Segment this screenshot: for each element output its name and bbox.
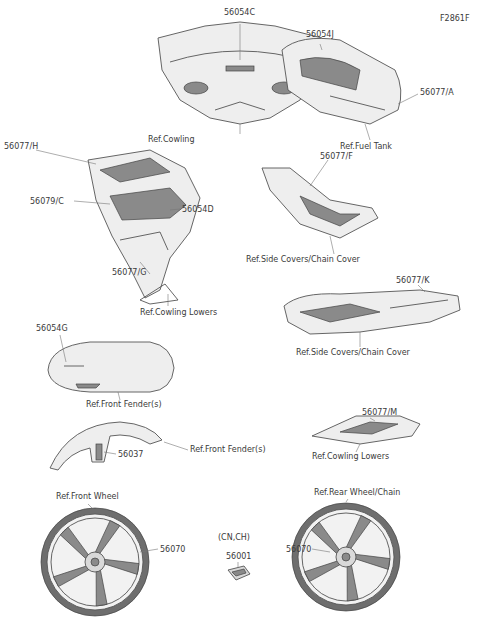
- rear-wheel: [292, 503, 400, 611]
- callout-number: 56077/K: [396, 276, 429, 286]
- cowling-lower: [312, 416, 420, 452]
- front-fender-top: [48, 335, 174, 400]
- side-cover: [284, 285, 460, 347]
- callout-number: 56070: [286, 545, 311, 555]
- callout-number: 56077/A: [420, 88, 454, 98]
- small-decal: [228, 562, 250, 580]
- reference-note: Ref.Fuel Tank: [340, 142, 392, 152]
- side-cowling: [36, 150, 200, 306]
- reference-note: Ref.Side Covers/Chain Cover: [296, 348, 410, 358]
- reference-note: Ref.Front Fender(s): [190, 445, 266, 455]
- callout-number: 56077/F: [320, 152, 353, 162]
- front-wheel: [41, 508, 149, 616]
- callout-number: 56079/C: [30, 197, 64, 207]
- callout-number: 56054G: [36, 324, 68, 334]
- callout-number: 56077/G: [112, 268, 146, 278]
- callout-number: 56037: [118, 450, 143, 460]
- callout-number: 56077/H: [4, 142, 38, 152]
- callout-number: (CN,CH): [218, 533, 250, 543]
- callout-number: 56077/M: [362, 408, 397, 418]
- reference-note: Ref.Cowling Lowers: [140, 308, 217, 318]
- callout-number: 56001: [226, 552, 251, 562]
- callout-number: 56054D: [182, 205, 214, 215]
- reference-note: Ref.Front Fender(s): [86, 400, 162, 410]
- callout-number: 56054C: [224, 8, 255, 18]
- reference-note: Ref.Cowling: [148, 135, 195, 145]
- reference-note: Ref.Front Wheel: [56, 492, 119, 502]
- callout-number: 56054J: [306, 30, 334, 40]
- reference-note: Ref.Rear Wheel/Chain: [314, 488, 400, 498]
- reference-note: Ref.Cowling Lowers: [312, 452, 389, 462]
- front-fender-side: [50, 422, 188, 470]
- reference-note: Ref.Side Covers/Chain Cover: [246, 255, 360, 265]
- callout-number: 56070: [160, 545, 185, 555]
- tank-cover: [282, 38, 418, 140]
- callout-number: F2861F: [440, 14, 470, 24]
- tail-cover: [262, 160, 378, 254]
